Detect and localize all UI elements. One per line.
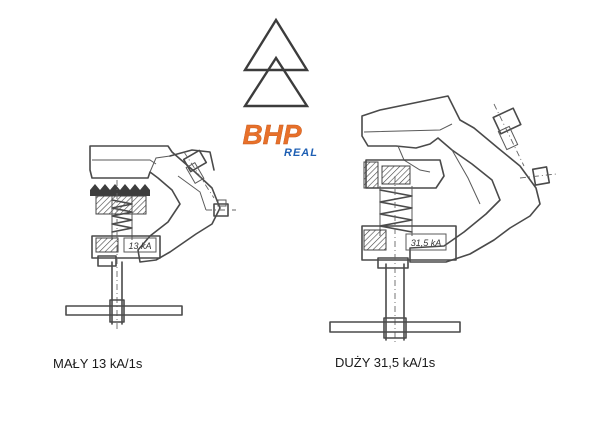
small-clamp-spring bbox=[111, 196, 133, 240]
logo-brand-text: BHP bbox=[242, 119, 301, 150]
small-clamp-top-bolt bbox=[182, 149, 215, 199]
logo-sub-text: REAL bbox=[284, 147, 318, 159]
large-clamp-t-handle bbox=[329, 317, 461, 339]
small-clamp-t-handle bbox=[65, 299, 183, 323]
small-clamp-drawing: 13 kA bbox=[65, 145, 236, 330]
small-clamp-caption: MAŁY 13 kA/1s bbox=[53, 356, 143, 371]
small-clamp-screw bbox=[111, 180, 123, 330]
large-clamp-right-pin bbox=[519, 166, 557, 186]
bhp-real-logo: BHP REAL bbox=[242, 17, 318, 159]
small-clamp-right-pin bbox=[206, 199, 236, 217]
small-clamp-body bbox=[89, 145, 221, 263]
large-clamp-drawing: 31,5 kA bbox=[329, 95, 557, 345]
large-clamp-spring bbox=[379, 186, 413, 236]
large-clamp-rating-tag: 31,5 kA bbox=[411, 238, 442, 248]
large-clamp-caption: DUŻY 31,5 kA/1s bbox=[335, 355, 436, 370]
small-clamp-rating-tag: 13 kA bbox=[128, 241, 151, 251]
small-clamp-serrations bbox=[90, 184, 150, 196]
double-arrow-icon bbox=[242, 17, 310, 108]
large-clamp-top-bolt bbox=[492, 103, 525, 167]
large-clamp-body bbox=[361, 95, 541, 263]
large-clamp-screw bbox=[385, 176, 405, 345]
